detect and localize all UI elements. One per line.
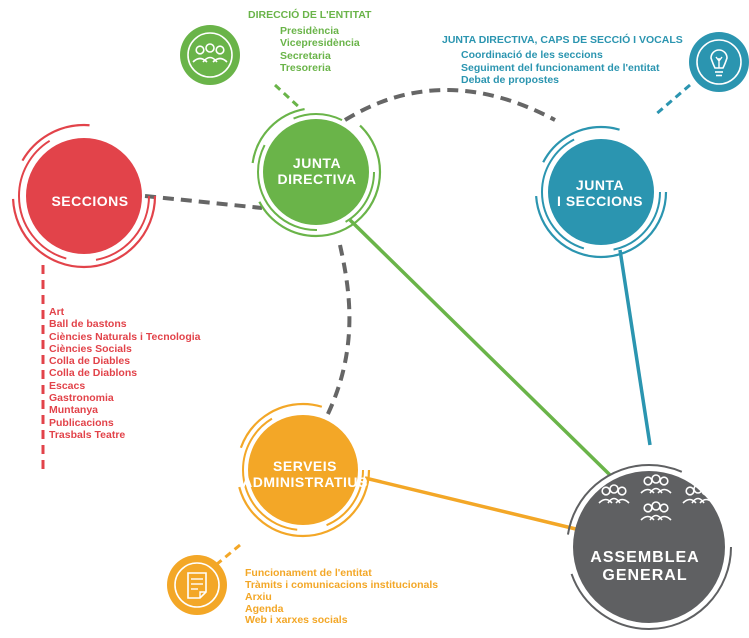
list-item: Ball de bastons (49, 318, 127, 331)
seccions-list: Art Ball de bastons Ciències Naturals i … (49, 306, 201, 441)
connector-junta-serveis (323, 244, 352, 421)
list-item: Coordinació de les seccions (461, 49, 603, 61)
list-item: Art (49, 306, 65, 318)
document-icon (167, 555, 227, 615)
direccio-list: Presidència Vicepresidència Secretaria T… (280, 25, 360, 75)
connector-junta-icon-green (273, 83, 302, 110)
node-serveis (235, 402, 371, 538)
list-item: Gastronomia (49, 391, 114, 404)
assemblea-title-line2: GENERAL (602, 567, 688, 585)
connector-serveis-assemblea (364, 476, 581, 532)
junta-directiva-title-line1: JUNTA (292, 155, 342, 171)
list-item: Debat de propostes (461, 74, 560, 87)
direccio-header: DIRECCIÓ DE L'ENTITAT (248, 9, 372, 21)
junta-directiva-title-line2: DIRECTIVA (277, 171, 357, 188)
list-item: Funcionament de l'entitat (245, 567, 372, 579)
connector-seccions-assemblea (618, 249, 652, 446)
list-item: Publicacions (49, 416, 114, 429)
junta-header: JUNTA DIRECTIVA, CAPS DE SECCIÓ I VOCALS (442, 34, 683, 46)
list-item: Agenda (245, 602, 284, 615)
node-assemblea (566, 464, 732, 630)
assemblea-title-line1: ASSEMBLEA (590, 549, 700, 566)
seccions-title: SECCIONS (30, 193, 150, 209)
junta-seccions-title: JUNTA I SECCIONS (540, 177, 660, 209)
list-item: Trasbals Teatre (49, 428, 126, 441)
junta-list: Coordinació de les seccions Seguiment de… (461, 49, 660, 87)
connector-seccions-junta (144, 194, 263, 210)
list-item: Vicepresidència (280, 37, 360, 50)
connector-junta-assemblea (348, 218, 612, 477)
junta-seccions-title-line2: I SECCIONS (557, 193, 643, 210)
seccions-title-line1: SECCIONS (51, 193, 129, 209)
serveis-title-line1: SERVEIS (273, 458, 337, 474)
junta-seccions-title-line1: JUNTA (575, 177, 625, 193)
list-item: Ciències Socials (49, 342, 132, 355)
node-junta-seccions (534, 125, 668, 259)
junta-directiva-title: JUNTA DIRECTIVA (262, 155, 372, 187)
list-item: Tràmits i comunicacions institucionals (245, 578, 439, 591)
list-item: Web i xarxes socials (245, 614, 348, 627)
node-junta-directiva (250, 106, 382, 238)
connector-junta-juntaseccions (343, 88, 556, 122)
connector-juntaseccions-icon (654, 83, 691, 117)
serveis-title: SERVEIS ADMINISTRATIUS (235, 458, 375, 490)
connector-serveis-icon (216, 543, 241, 566)
serveis-list: Funcionament de l'entitat Tràmits i comu… (245, 567, 439, 627)
list-item: Muntanya (49, 404, 99, 417)
assemblea-title: ASSEMBLEA GENERAL (580, 549, 710, 586)
list-item: Arxiu (245, 590, 272, 603)
serveis-title-line2: ADMINISTRATIUS (242, 474, 368, 491)
people-group-icon (180, 25, 240, 85)
lightbulb-icon (689, 32, 749, 92)
list-item: Presidència (280, 25, 339, 37)
list-item: Ciències Naturals i Tecnologia (49, 330, 201, 343)
list-item: Colla de Diablons (49, 367, 138, 380)
list-item: Colla de Diables (49, 355, 131, 368)
list-item: Tresoreria (280, 62, 331, 75)
list-item: Seguiment del funcionament de l'entitat (461, 61, 660, 74)
list-item: Escacs (49, 379, 86, 392)
assembly-people-icon (598, 474, 714, 521)
list-item: Secretaria (280, 49, 331, 62)
node-seccions (11, 123, 157, 269)
